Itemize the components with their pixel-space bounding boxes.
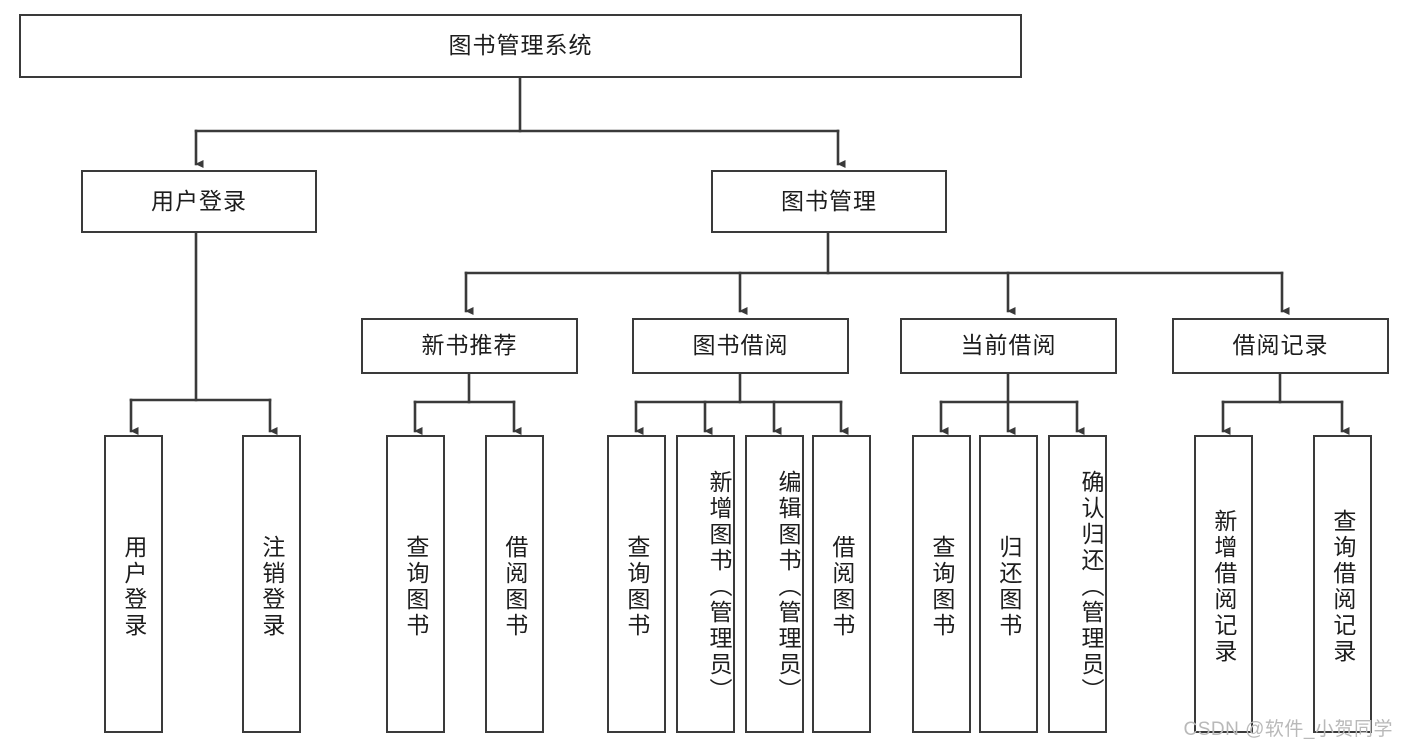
node-label: 查询图书 (928, 535, 955, 639)
leaf-confirm-return-admin[interactable]: 确认归还（管理员） (1048, 435, 1107, 733)
node-label: 借阅记录 (1232, 332, 1329, 359)
watermark: CSDN @软件_小贺同学 (1183, 719, 1393, 740)
node-label: 当前借阅 (960, 332, 1057, 359)
leaf-query-book-borrow[interactable]: 查询图书 (607, 435, 666, 733)
leaf-user-login[interactable]: 用户登录 (104, 435, 163, 733)
node-label: 查询图书 (402, 535, 429, 639)
node-user-login[interactable]: 用户登录 (81, 170, 317, 233)
node-label: 借阅图书 (501, 535, 528, 639)
node-root-library-system[interactable]: 图书管理系统 (19, 14, 1022, 78)
node-label: 新增借阅记录 (1210, 509, 1237, 665)
node-book-management[interactable]: 图书管理 (711, 170, 947, 233)
node-label: 确认归还（管理员） (1078, 470, 1104, 704)
leaf-return-book[interactable]: 归还图书 (979, 435, 1038, 733)
node-label: 新增图书（管理员） (706, 470, 732, 704)
node-label: 查询借阅记录 (1329, 509, 1356, 665)
node-label: 归还图书 (995, 535, 1022, 639)
node-label: 用户登录 (151, 187, 247, 214)
node-current-borrow[interactable]: 当前借阅 (900, 318, 1117, 374)
node-label: 图书管理 (781, 187, 877, 214)
node-book-borrow[interactable]: 图书借阅 (632, 318, 849, 374)
node-label: 编辑图书（管理员） (775, 470, 801, 704)
node-label: 注销登录 (258, 535, 285, 639)
leaf-borrow-book[interactable]: 借阅图书 (812, 435, 871, 733)
node-label: 查询图书 (623, 535, 650, 639)
leaf-query-book-current[interactable]: 查询图书 (912, 435, 971, 733)
leaf-query-borrow-record[interactable]: 查询借阅记录 (1313, 435, 1372, 733)
leaf-add-book-admin[interactable]: 新增图书（管理员） (676, 435, 735, 733)
node-label: 新书推荐 (421, 332, 518, 359)
leaf-add-borrow-record[interactable]: 新增借阅记录 (1194, 435, 1253, 733)
node-label: 图书借阅 (692, 332, 789, 359)
node-label: 借阅图书 (828, 535, 855, 639)
node-new-book-recommend[interactable]: 新书推荐 (361, 318, 578, 374)
leaf-edit-book-admin[interactable]: 编辑图书（管理员） (745, 435, 804, 733)
node-label: 用户登录 (120, 535, 147, 639)
leaf-logout[interactable]: 注销登录 (242, 435, 301, 733)
leaf-query-book-recommend[interactable]: 查询图书 (386, 435, 445, 733)
node-label: 图书管理系统 (448, 32, 593, 59)
node-borrow-records[interactable]: 借阅记录 (1172, 318, 1389, 374)
leaf-borrow-book-recommend[interactable]: 借阅图书 (485, 435, 544, 733)
